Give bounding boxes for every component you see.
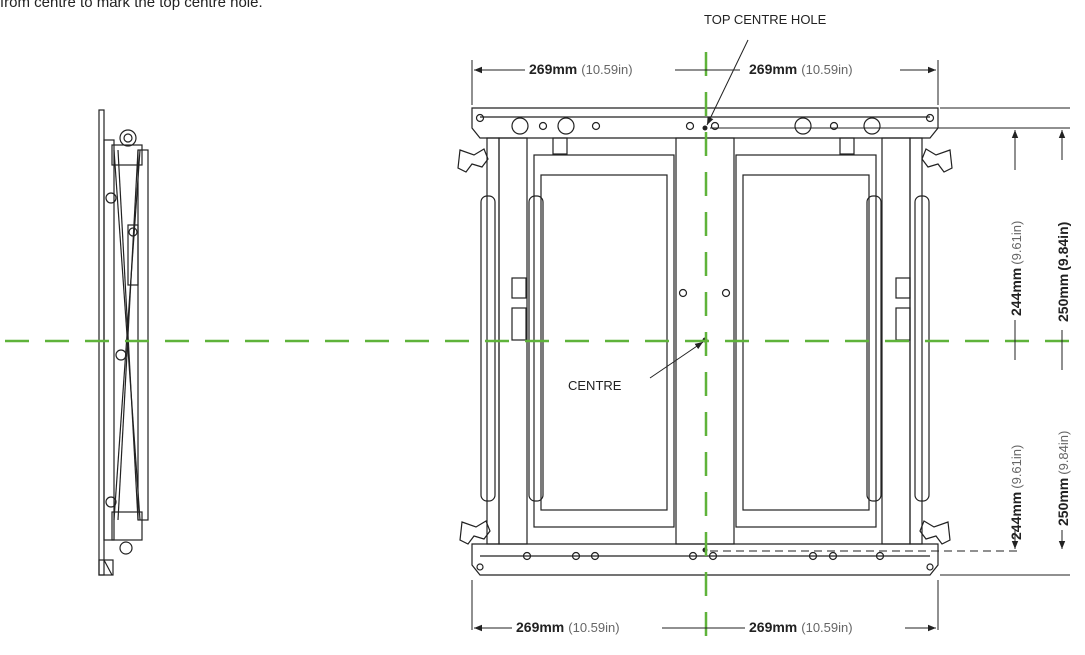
centre-leader [649,341,704,379]
bottom-left-width-label: 269mm(10.59in) [516,619,620,635]
hole-upper-height-label: 244mm(9.61in) [1008,221,1024,316]
edge-lower-height-label: 250mm(9.84in) [1055,431,1071,526]
side-view [98,109,149,576]
top-centre-hole-label: TOP CENTRE HOLE [704,12,827,27]
top-centre-hole-leader [706,39,749,126]
bottom-right-width-label: 269mm(10.59in) [749,619,853,635]
top-left-width-label: 269mm(10.59in) [529,61,633,77]
instruction-caption: from centre to mark the top centre hole. [0,0,263,11]
hole-lower-height-label: 244mm(9.61in) [1008,445,1024,540]
centre-label: CENTRE [568,378,622,393]
centre-lines [5,52,1085,652]
edge-upper-height-label: 250mm(9.84in) [1055,222,1071,322]
top-right-width-label: 269mm(10.59in) [749,61,853,77]
